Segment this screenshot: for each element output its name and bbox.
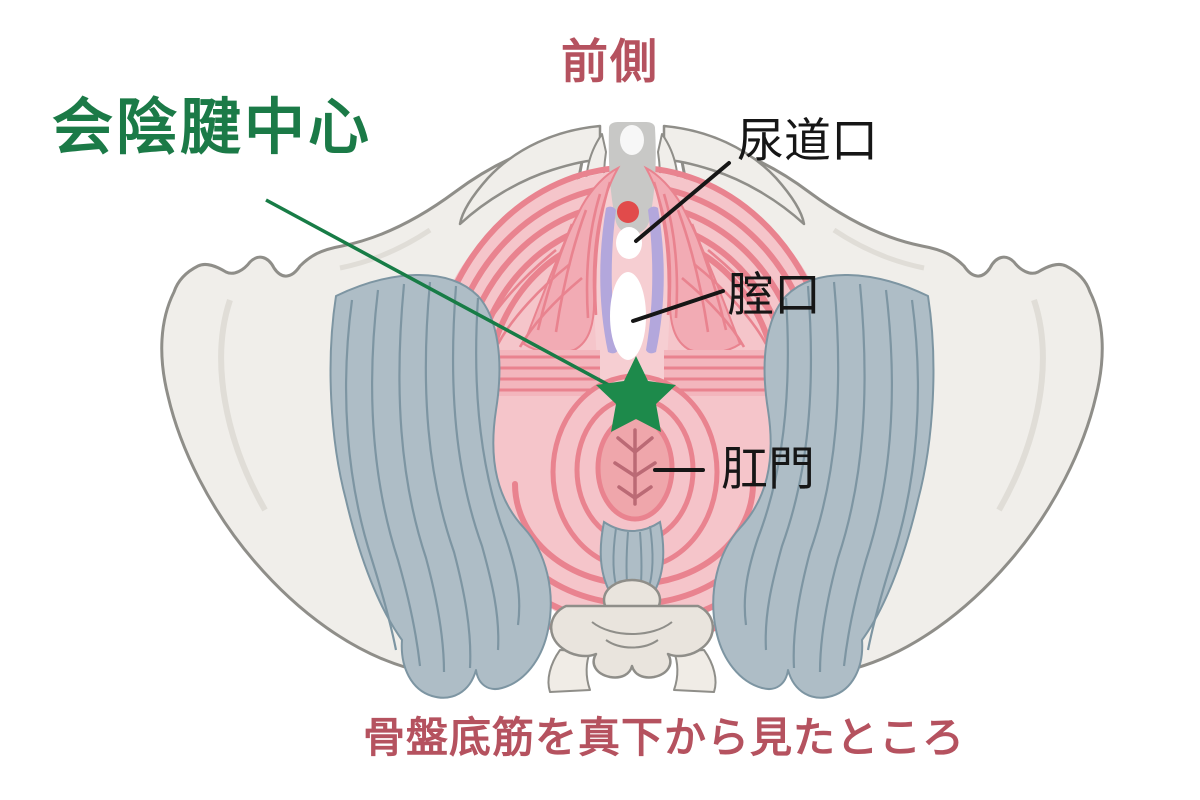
anus-crease-lines bbox=[613, 428, 657, 506]
perineal-body-star-marker bbox=[596, 356, 676, 432]
left-fan-striations bbox=[345, 281, 521, 673]
anus-label: 肛門 bbox=[721, 442, 815, 495]
right-fan-striations bbox=[743, 281, 919, 673]
left-obturator-muscle-fan bbox=[329, 274, 552, 699]
glans-highlight bbox=[620, 125, 644, 155]
vagina-leader-line bbox=[631, 289, 725, 323]
coccyx-bone bbox=[547, 578, 717, 693]
clitoris-dot bbox=[617, 201, 639, 223]
urethra-leader-line bbox=[634, 161, 731, 243]
front-side-label: 前側 bbox=[561, 35, 659, 88]
urethral-opening-shape bbox=[616, 227, 642, 259]
right-obturator-muscle-fan bbox=[712, 274, 935, 699]
urethral-opening-label: 尿道口 bbox=[737, 114, 878, 167]
caption-text: 骨盤底筋を真下から見たところ bbox=[363, 714, 966, 761]
vaginal-opening-shape bbox=[610, 272, 646, 360]
perineal-body-leader-line bbox=[265, 198, 619, 392]
perineal-body-label: 会陰腱中心 bbox=[52, 93, 373, 161]
black-leader-lines bbox=[631, 161, 731, 472]
vaginal-opening-label: 腟口 bbox=[727, 268, 821, 321]
